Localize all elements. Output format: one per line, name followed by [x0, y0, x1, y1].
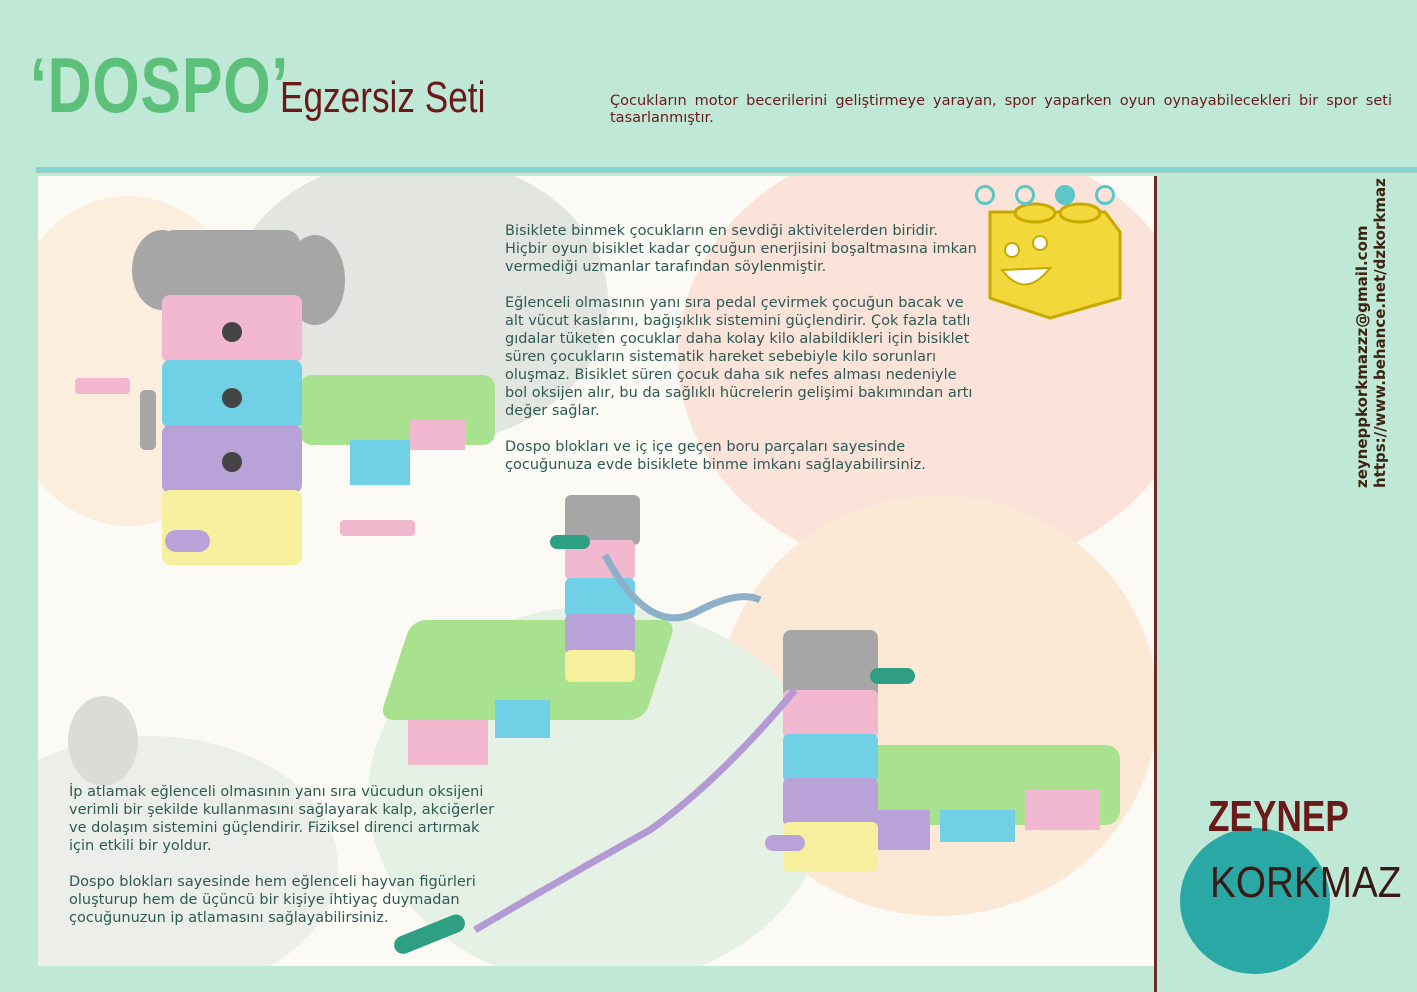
page-heading: ‘DOSPO’ Egzersiz Seti	[30, 40, 537, 131]
bike-set-illustration	[75, 230, 495, 565]
bg-blob-gray3	[68, 696, 138, 786]
rope-set-illustration-2	[394, 630, 1120, 954]
bike-paragraph-2: Eğlenceli olmasının yanı sıra pedal çevi…	[505, 295, 973, 419]
author-circle	[1180, 828, 1330, 974]
top-divider	[36, 167, 1417, 171]
bike-paragraph-1: Bisiklete binmek çocukların en sevdiği a…	[505, 223, 977, 275]
bike-description: Bisiklete binmek çocukların en sevdiği a…	[505, 222, 980, 492]
contact-website[interactable]: https://www.behance.net/dzkorkmaz	[1371, 178, 1389, 488]
author-last-name: KORKMAZ	[1210, 858, 1402, 907]
project-subtitle: Egzersiz Seti	[280, 73, 486, 122]
contact-info: zeyneppkorkmazzz@gmail.com https://www.b…	[1353, 178, 1389, 488]
author-first-name: ZEYNEP	[1208, 792, 1349, 841]
rope-paragraph-2: Dospo blokları sayesinde hem eğlenceli h…	[69, 874, 476, 926]
pagination-dot-1[interactable]	[975, 185, 995, 205]
pagination-dots	[975, 185, 1115, 205]
rope-description: İp atlamak eğlenceli olmasının yanı sıra…	[69, 783, 499, 945]
dospo-logo-icon	[988, 202, 1122, 320]
bike-paragraph-3: Dospo blokları ve iç içe geçen boru parç…	[505, 439, 926, 473]
pagination-dot-2[interactable]	[1015, 185, 1035, 205]
vertical-divider	[1154, 176, 1157, 992]
contact-email[interactable]: zeyneppkorkmazzz@gmail.com	[1353, 225, 1371, 489]
pagination-dot-4[interactable]	[1095, 185, 1115, 205]
rope-paragraph-1: İp atlamak eğlenceli olmasının yanı sıra…	[69, 784, 495, 854]
pagination-dot-3-active[interactable]	[1055, 185, 1075, 205]
rope-set-illustration-1	[382, 495, 762, 765]
intro-text: Çocukların motor becerilerini geliştirme…	[610, 93, 1392, 126]
